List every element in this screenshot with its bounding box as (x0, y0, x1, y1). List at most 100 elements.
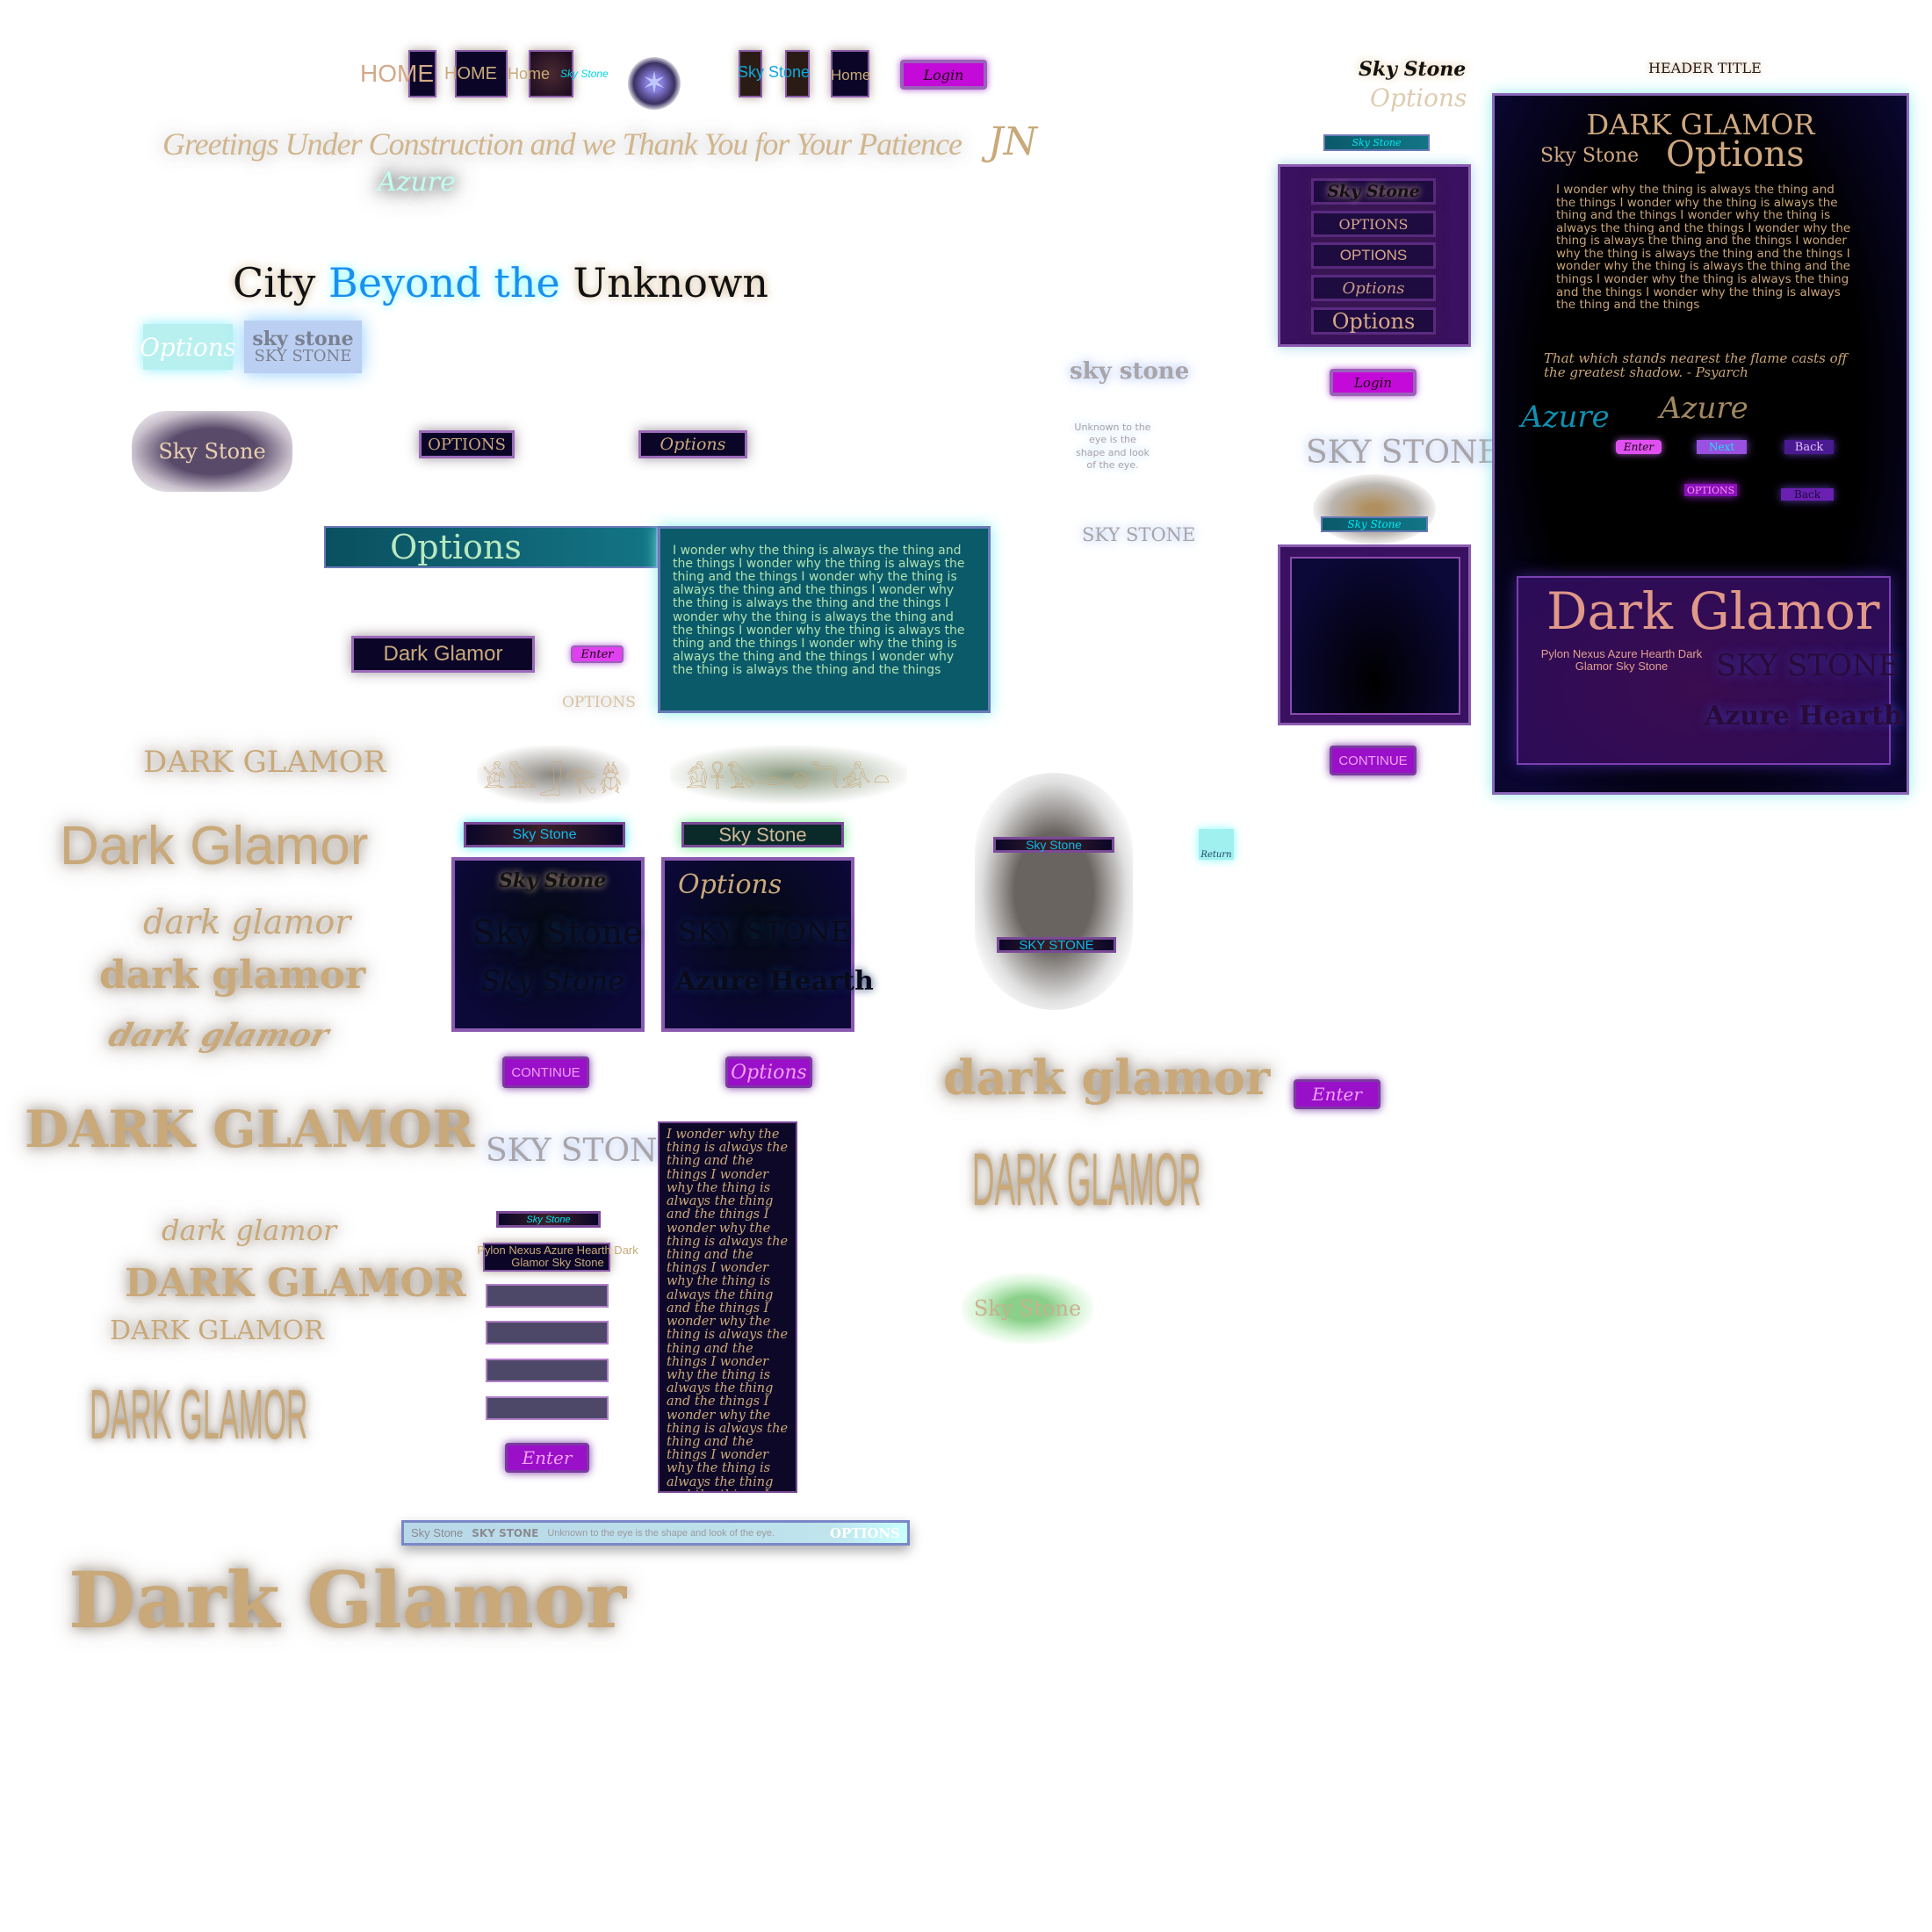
sky-stone-green-button[interactable]: Sky Stone (962, 1273, 1093, 1344)
continue-button[interactable]: CONTINUE (502, 1056, 589, 1088)
nav-home[interactable]: HOME (360, 60, 434, 87)
menu-item-options[interactable]: OPTIONS (1311, 211, 1436, 237)
dark-glamor-sample: DARK GLAMOR (90, 1375, 308, 1453)
input-field[interactable] (486, 1359, 609, 1382)
login-button[interactable]: Login (900, 60, 987, 90)
brand-card: Dark Glamor Pylon Nexus Azure Hearth Dar… (1517, 576, 1903, 765)
greeting-text: Greetings Under Construction and we Than… (162, 126, 962, 162)
footer-bar: Sky Stone SKY STONE Unknown to the eye i… (401, 1520, 910, 1546)
dark-glamor-sample: DARK GLAMOR (25, 1099, 475, 1159)
brand-title: Dark Glamor (1546, 581, 1880, 641)
city-title-part: Beyond the (328, 259, 573, 306)
sky-stone-glow-button[interactable]: Sky Stone (132, 411, 292, 492)
menu-item-options[interactable]: OPTIONS (1311, 242, 1436, 269)
nav-tile (739, 50, 762, 97)
city-title-part: City (233, 259, 329, 306)
sky-stone-bar[interactable]: Sky Stone (496, 1211, 601, 1228)
nav-tile (455, 50, 508, 97)
nav-sky-stone[interactable]: Sky Stone (738, 63, 811, 81)
sky-stone-bar[interactable]: SKY STONE (997, 937, 1116, 953)
sky-stone-bar[interactable]: Sky Stone (993, 837, 1114, 853)
dark-frame-inner (1290, 557, 1460, 715)
nav-home[interactable]: Home (508, 64, 551, 83)
sky-stone-panel: Sky Stone Sky Stone Sky Stone (451, 857, 645, 1032)
options-button[interactable]: Options (725, 1056, 812, 1088)
enter-button[interactable]: Enter (1294, 1079, 1381, 1109)
azure-signature: Azure (378, 167, 456, 198)
text-panel: I wonder why the thing is always the thi… (658, 526, 991, 713)
sky-stone-caps-label: SKY STONE (486, 1133, 681, 1169)
sky-stone-bar[interactable]: Sky Stone (464, 822, 625, 847)
nav-home[interactable]: HOME (444, 63, 497, 83)
sky-stone-logo: Sky Stone (1359, 58, 1467, 81)
nav-home[interactable]: Home (831, 67, 871, 83)
options-header-bar: Options (324, 526, 658, 568)
warm-glow (1313, 474, 1436, 544)
back-button[interactable]: Back (1781, 488, 1834, 501)
hieroglyph-strip: 𓀁𓋹𓅃𓁹𓊖𓆓𓀉𓏏 (670, 746, 907, 804)
footer-sky-stone-caps: SKY STONE (472, 1526, 539, 1539)
panel-quote: That which stands nearest the flame cast… (1544, 350, 1848, 380)
panel-ghost-text: Sky Stone (472, 913, 643, 952)
sky-stone-tile: sky stone SKY STONE (244, 321, 362, 373)
options-button[interactable]: OPTIONS (1684, 484, 1737, 496)
azure-signature: Azure (1660, 391, 1748, 426)
options-panel: Options SKY STONE Azure Hearth (661, 857, 874, 1032)
panel-subheading: Sky Stone (1540, 145, 1640, 167)
hieroglyph-strip: 𓀀𓅓𓃀𓂀𓆣 (477, 746, 630, 804)
dark-frame (1278, 544, 1471, 725)
dark-glamor-sample: dark glamor (943, 1049, 1271, 1106)
panel-paragraph: I wonder why the thing is always the thi… (1556, 183, 1851, 313)
main-panel: DARK GLAMOR Sky Stone Options I wonder w… (1492, 93, 1909, 795)
dark-glamor-sample: dark glamor (105, 1017, 333, 1054)
next-button[interactable]: Next (1697, 440, 1747, 454)
dark-glamor-sample: DARK GLAMOR (125, 1261, 466, 1306)
nav-tile (529, 50, 573, 97)
nav-tile (785, 50, 810, 97)
dark-glamor-sample: Dark Glamor (68, 1554, 627, 1646)
enter-button[interactable]: Enter (571, 645, 624, 663)
sky-stone-caps-label: SKY STONE (1306, 435, 1501, 471)
footer-sky-stone: Sky Stone (411, 1526, 464, 1539)
nav-labels: HOME HOME Home Sky Stone (360, 56, 609, 91)
options-tile[interactable]: Options (140, 324, 236, 370)
sky-stone-label: sky stone (252, 328, 354, 350)
return-button[interactable]: Return (1199, 829, 1234, 860)
options-faint-label[interactable]: OPTIONS (562, 694, 636, 711)
sky-stone-label: SKY STONE (254, 347, 352, 365)
input-field[interactable] (486, 1396, 609, 1420)
enter-button[interactable]: Enter (1616, 440, 1662, 454)
nav-sky-stone[interactable]: Sky Stone (560, 68, 609, 80)
pylon-text: Pylon Nexus Azure Hearth Dark Glamor Sky… (477, 1243, 638, 1269)
nav-tile (408, 50, 436, 97)
menu-item-options[interactable]: Options (1311, 275, 1436, 301)
input-field[interactable] (486, 1284, 609, 1308)
sky-stone-bar[interactable]: Sky Stone (681, 822, 844, 847)
footer-options-link[interactable]: OPTIONS (829, 1525, 900, 1541)
text-column: I wonder why the thing is always the thi… (658, 1121, 797, 1493)
options-button[interactable]: OPTIONS (419, 430, 515, 458)
panel-heading: DARK GLAMOR (1586, 108, 1815, 141)
footer-tagline: Unknown to the eye is the shape and look… (547, 1527, 775, 1539)
enter-button[interactable]: Enter (505, 1443, 589, 1473)
panel-options-title: Options (1666, 134, 1805, 175)
city-title: City Beyond the Unknown (233, 259, 768, 306)
panel-ghost-text: SKY STONE (678, 915, 852, 948)
greeting-row: Greetings Under Construction and we Than… (162, 119, 1037, 164)
unknown-eye-label: Unknown to the eye is the shape and look… (1074, 422, 1151, 471)
dark-glamor-sample: DARK GLAMOR (143, 745, 386, 780)
sky-stone-bar[interactable]: Sky Stone (1321, 516, 1428, 532)
panel-ghost-text: Azure Hearth (675, 966, 874, 997)
options-logo-ghost: Options (1370, 83, 1467, 112)
dark-glamor-button[interactable]: Dark Glamor (351, 636, 535, 673)
login-button[interactable]: Login (1330, 369, 1417, 396)
input-field[interactable] (486, 1321, 609, 1344)
back-button[interactable]: Back (1784, 440, 1834, 454)
menu-item-sky-stone[interactable]: Sky Stone (1311, 178, 1436, 205)
brand-sky-stone: SKY STONE (1716, 648, 1900, 683)
continue-button[interactable]: CONTINUE (1330, 746, 1417, 775)
options-button[interactable]: Options (638, 430, 747, 458)
sky-stone-bar[interactable]: Sky Stone (1323, 134, 1430, 151)
dark-glamor-sample: DARK GLAMOR (110, 1316, 324, 1346)
menu-item-options[interactable]: Options (1311, 307, 1436, 335)
